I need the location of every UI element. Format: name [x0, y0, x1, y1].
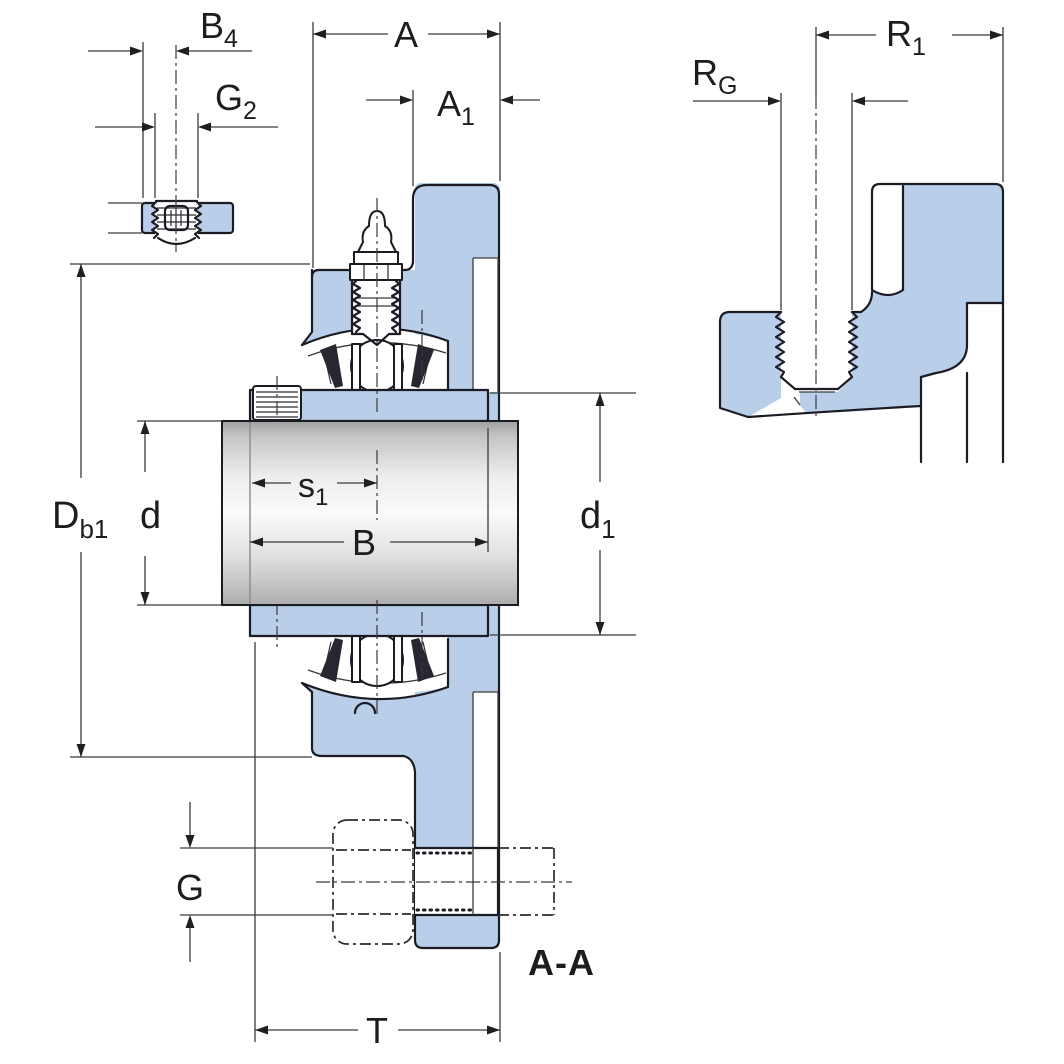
housing-body	[300, 183, 501, 950]
grease-hole-detail-view	[718, 95, 1005, 464]
dim-label-rg: RG	[692, 52, 737, 100]
dim-d: d	[137, 420, 222, 606]
dim-b4: B4	[88, 5, 252, 198]
seal-bottom-right	[411, 638, 434, 682]
dim-s1: s1	[252, 467, 377, 511]
dim-label-a: A	[394, 14, 418, 55]
setscrew-detail-view	[108, 45, 235, 252]
dim-label-r1: R1	[886, 13, 926, 61]
seal-top-left	[320, 344, 343, 388]
dim-label-d: d	[140, 495, 161, 537]
dim-label-d1: d1	[580, 495, 616, 544]
dim-t: T	[254, 642, 501, 1051]
dim-d1: d1	[490, 392, 636, 636]
dim-label-db1: Db1	[52, 495, 108, 544]
dim-label-s1: s1	[298, 467, 328, 511]
dim-r1: R1	[815, 13, 1004, 182]
dim-label-g: G	[176, 867, 204, 908]
dim-label-t: T	[366, 1010, 388, 1051]
grease-nipple	[349, 198, 423, 716]
cast-dimple	[353, 701, 377, 715]
dim-a1: A1	[366, 83, 540, 186]
dim-g: G	[176, 802, 333, 962]
dim-label-a1: A1	[437, 83, 475, 131]
section-label: A-A	[528, 942, 595, 983]
dimensions: B4 G2 A A1	[52, 5, 1004, 1051]
dim-rg: RG	[692, 52, 908, 310]
dim-db1: Db1	[52, 263, 312, 758]
dim-label-b: B	[352, 522, 376, 563]
front-view	[221, 183, 572, 950]
dim-b: B	[250, 428, 489, 563]
seal-bottom-left	[320, 638, 343, 682]
dim-g2: G2	[95, 77, 278, 198]
shaft	[221, 420, 519, 606]
dim-label-g2: G2	[215, 77, 257, 125]
dim-label-b4: B4	[200, 5, 238, 53]
hex-bolt-phantom	[316, 819, 572, 945]
setscrew-detail	[150, 45, 203, 252]
dim-a: A	[312, 14, 501, 268]
